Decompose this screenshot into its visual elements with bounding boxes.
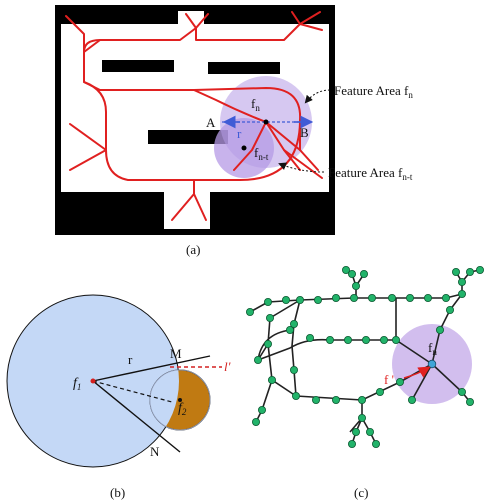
graph-node <box>365 427 374 436</box>
graph-node <box>435 325 444 334</box>
graph-node <box>391 335 400 344</box>
graph-node <box>375 387 384 396</box>
label-fprime: f ' <box>384 372 394 387</box>
label-lprime: l' <box>224 359 231 374</box>
graph-node <box>331 293 340 302</box>
graph-node <box>395 377 404 386</box>
obstacle-bottom-right <box>210 192 332 232</box>
graph-node-fn <box>427 359 437 369</box>
graph-node <box>359 269 368 278</box>
graph-node <box>475 265 484 274</box>
graph-node <box>441 293 450 302</box>
graph-node <box>251 417 260 426</box>
label-M: M <box>170 346 182 361</box>
graph-node <box>285 325 294 334</box>
graph-edge <box>349 400 377 445</box>
annotation-arrow-fnt <box>278 162 325 173</box>
obstacle-top-left <box>58 8 178 24</box>
graph-node <box>289 365 298 374</box>
graph-nodes <box>245 265 484 448</box>
graph-node <box>289 319 298 328</box>
label-r-a: r <box>237 126 242 141</box>
label-f2: f2 <box>178 401 187 417</box>
circle-f2-inside <box>150 370 179 430</box>
graph-node <box>457 277 466 286</box>
label-f1: f1 <box>73 376 81 392</box>
graph-node <box>253 355 262 364</box>
graph-edge <box>431 293 463 365</box>
panel-a: fn fn-t r A B Feature Area fn Feature Ar… <box>55 5 413 257</box>
graph-node <box>291 391 300 400</box>
graph-node <box>281 295 290 304</box>
label-fn-c: fn <box>428 340 437 357</box>
graph-node <box>347 269 356 278</box>
graph-node <box>407 395 416 404</box>
obstacle-inner-3 <box>148 130 228 144</box>
arrow-fprime <box>403 366 431 379</box>
point-f1 <box>90 378 96 384</box>
obstacle-top-right <box>204 8 332 24</box>
graph-node <box>343 335 352 344</box>
feature-point-fn <box>263 119 269 125</box>
graph-node <box>457 387 466 396</box>
graph-node <box>295 295 304 304</box>
caption-c: (c) <box>354 485 368 500</box>
line-f1-M <box>92 355 211 382</box>
graph-node <box>257 405 266 414</box>
graph-node <box>351 281 360 290</box>
graph-node <box>367 293 376 302</box>
graph-node <box>451 267 460 276</box>
caption-a: (a) <box>186 242 200 257</box>
graph-node <box>465 267 474 276</box>
circle-f2-outline <box>149 369 211 431</box>
label-B: B <box>300 125 309 140</box>
graph-node <box>387 293 396 302</box>
graph-node <box>331 395 340 404</box>
graph-node <box>445 305 454 314</box>
graph-node <box>361 335 370 344</box>
graph-node <box>313 295 322 304</box>
graph-node <box>305 333 314 342</box>
feature-point-fn-t <box>241 145 247 151</box>
graph-node <box>357 413 366 422</box>
panel-b: f1 f2 r M N l' (b) <box>6 294 231 500</box>
caption-b: (b) <box>110 485 125 500</box>
obstacle-inner-2 <box>208 62 280 74</box>
graph-edge <box>255 379 273 423</box>
graph-node <box>379 335 388 344</box>
graph-node <box>341 265 350 274</box>
label-A: A <box>206 115 216 130</box>
graph-node <box>405 293 414 302</box>
graph-node <box>465 397 474 406</box>
annotation-fn: Feature Area fn <box>334 83 413 100</box>
graph-edge <box>291 299 301 397</box>
graph-node <box>349 293 358 302</box>
label-r-b: r <box>128 352 133 367</box>
obstacle-inner-1 <box>102 60 174 72</box>
graph-node <box>423 293 432 302</box>
graph-node <box>457 289 466 298</box>
graph-node <box>265 313 274 322</box>
panel-c: fn f ' (c) <box>245 265 484 500</box>
graph-node <box>263 297 272 306</box>
graph-node <box>325 335 334 344</box>
line-f1-N <box>92 380 181 453</box>
graph-node <box>245 307 254 316</box>
label-fnt-a: fn-t <box>254 145 269 162</box>
label-N: N <box>150 444 160 459</box>
graph-node <box>347 439 356 448</box>
graph-node <box>351 427 360 436</box>
graph-node <box>267 375 276 384</box>
graph-node <box>357 395 366 404</box>
graph-node <box>371 439 380 448</box>
point-f2 <box>178 398 182 402</box>
graph-node <box>311 395 320 404</box>
annotation-arrow-fn <box>304 89 331 104</box>
graph-node <box>263 339 272 348</box>
label-fn-a: fn <box>251 96 260 113</box>
obstacle-bottom-left <box>58 192 164 232</box>
annotation-fnt: Feature Area fn-t <box>328 165 413 182</box>
